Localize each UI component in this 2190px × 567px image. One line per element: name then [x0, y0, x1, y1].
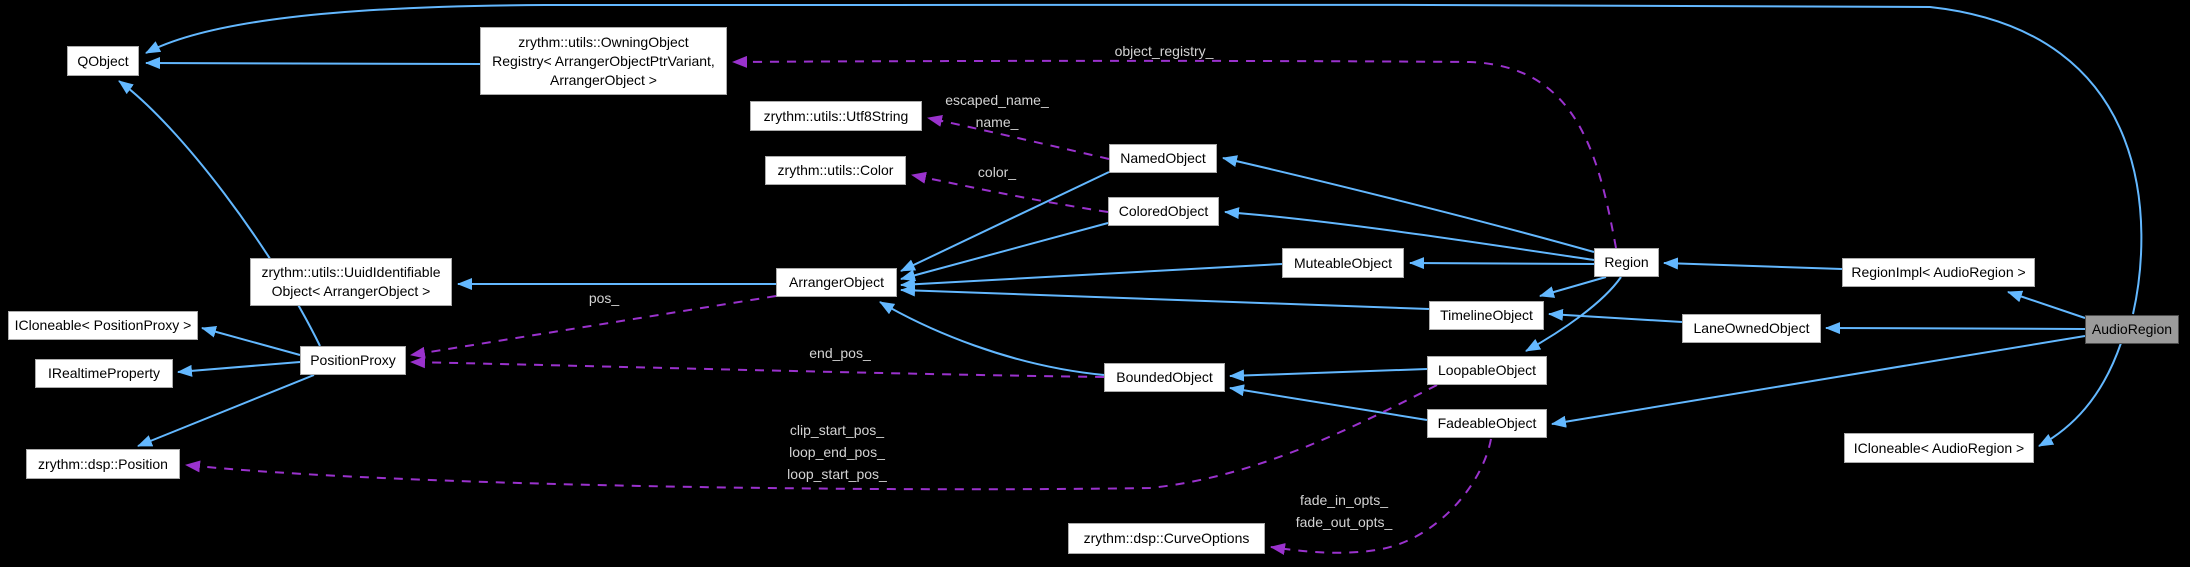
- edge-region-to-muteableobject: [1409, 257, 1595, 270]
- edge-positionproxy-to-irealtimeproperty: [177, 361, 301, 377]
- node-arranger-object[interactable]: ArrangerObject: [776, 268, 897, 297]
- edge-positionproxy-to-icloneablepositionproxy: [201, 325, 301, 356]
- edge-region-to-coloredobject: [1224, 207, 1595, 261]
- node-qobject[interactable]: QObject: [67, 46, 139, 76]
- edge-namedobject-to-utf8string: [927, 115, 1110, 160]
- edge-boundedobject-to-positionproxy: [410, 356, 1105, 378]
- edge-laneownedobject-to-timelineobject: [1548, 308, 1683, 323]
- edge-label-object-registry: object_registry_: [1114, 43, 1214, 59]
- edge-fadeableobject-to-curveoptions: [1270, 438, 1492, 555]
- node-colored-object[interactable]: ColoredObject: [1108, 197, 1219, 226]
- node-color[interactable]: zrythm::utils::Color: [765, 156, 906, 185]
- edge-timelineobject-to-arrangerobject: [900, 284, 1430, 310]
- edge-audioregion-to-icloneableaudioregion: [2038, 342, 2122, 447]
- node-owning-object-registry[interactable]: zrythm::utils::OwningObject Registry< Ar…: [480, 27, 727, 95]
- node-lane-owned-object[interactable]: LaneOwnedObject: [1682, 314, 1821, 343]
- node-timeline-object[interactable]: TimelineObject: [1429, 301, 1544, 330]
- edge-region-to-timelineobject: [1539, 276, 1607, 298]
- edge-owningregistry-to-qobject: [145, 57, 481, 70]
- edge-boundedobject-to-arrangerobject: [879, 301, 1105, 376]
- node-bounded-object[interactable]: BoundedObject: [1104, 363, 1225, 392]
- edge-audioregion-to-laneownedobject: [1825, 322, 2086, 335]
- node-position-proxy[interactable]: PositionProxy: [300, 346, 406, 375]
- edge-coloredobject-to-arrangerobject: [900, 222, 1109, 282]
- edge-label-end-pos-member: end_pos_: [809, 345, 871, 361]
- edge-audioregion-to-fadeableobject: [1551, 335, 2086, 428]
- node-icloneable-position-proxy[interactable]: ICloneable< PositionProxy >: [8, 311, 198, 340]
- edge-positionproxy-to-qobject: [118, 80, 321, 347]
- edge-muteableobject-to-arrangerobject: [900, 263, 1283, 291]
- node-irealtime-property[interactable]: IRealtimeProperty: [35, 359, 173, 388]
- node-region[interactable]: Region: [1594, 248, 1659, 277]
- edge-label-color-member: color_: [977, 164, 1017, 180]
- edge-label-fade-members: fade_in_opts_ fade_out_opts_: [1295, 492, 1393, 530]
- edge-arrangerobject-to-positionproxy: [410, 295, 777, 359]
- node-uuid-identifiable-object[interactable]: zrythm::utils::UuidIdentifiable Object< …: [250, 258, 452, 306]
- edge-namedobject-to-arrangerobject: [900, 171, 1110, 272]
- node-named-object[interactable]: NamedObject: [1109, 144, 1217, 173]
- node-dsp-position[interactable]: zrythm::dsp::Position: [26, 449, 180, 479]
- edge-positionproxy-to-dspposition: [137, 374, 315, 447]
- node-icloneable-audio-region[interactable]: ICloneable< AudioRegion >: [1844, 433, 2034, 463]
- edge-label-loop-members: clip_start_pos_ loop_end_pos_ loop_start…: [787, 422, 887, 482]
- node-audio-region[interactable]: AudioRegion: [2085, 315, 2179, 344]
- edge-fadeableobject-to-boundedobject: [1229, 384, 1428, 421]
- edge-label-name-members: escaped_name_ name_: [945, 92, 1049, 130]
- edge-region-to-objectregistry: [732, 55, 1617, 249]
- edge-region-to-namedobject: [1222, 155, 1595, 253]
- edge-label-pos-member: pos_: [588, 290, 620, 306]
- node-region-impl[interactable]: RegionImpl< AudioRegion >: [1842, 258, 2035, 287]
- node-fadeable-object[interactable]: FadeableObject: [1427, 409, 1547, 438]
- node-loopable-object[interactable]: LoopableObject: [1427, 356, 1547, 385]
- edge-coloredobject-to-color: [911, 171, 1109, 213]
- edge-regionimpl-to-region: [1663, 257, 1843, 270]
- edge-audioregion-to-regionimpl: [2007, 290, 2086, 319]
- edge-audioregion-to-qobject: [145, 3, 2143, 315]
- node-curve-options[interactable]: zrythm::dsp::CurveOptions: [1068, 523, 1265, 554]
- node-muteable-object[interactable]: MuteableObject: [1282, 248, 1404, 278]
- node-utf8-string[interactable]: zrythm::utils::Utf8String: [750, 101, 922, 131]
- edge-loopableobject-to-boundedobject: [1229, 368, 1428, 382]
